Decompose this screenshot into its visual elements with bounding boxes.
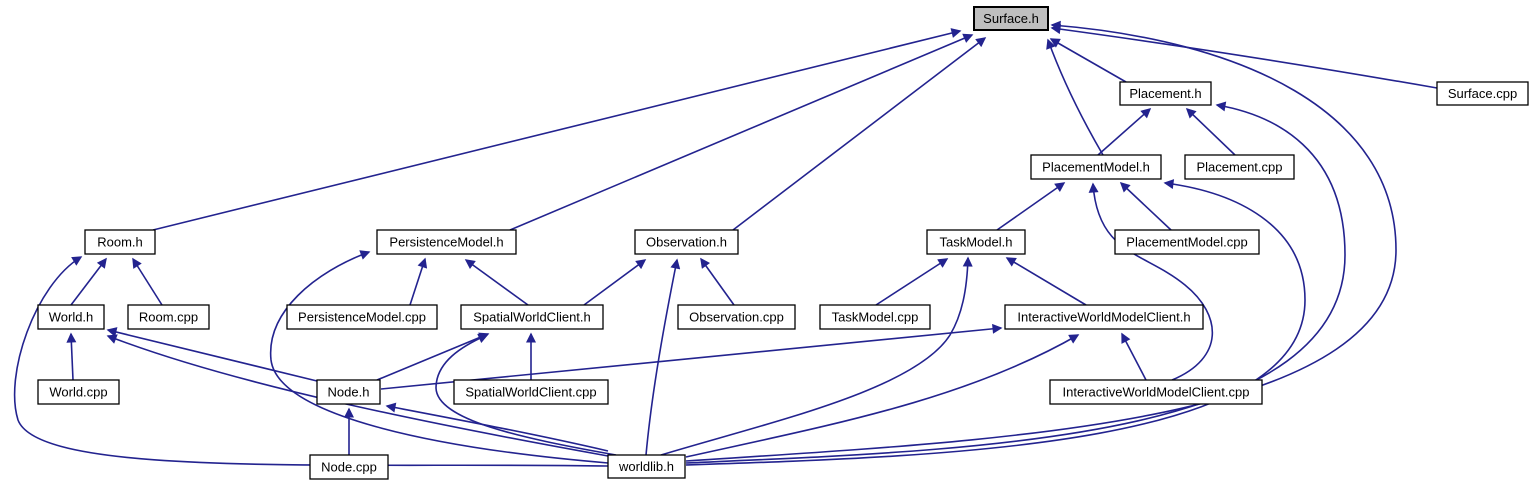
node-PlacementModel.cpp[interactable]: PlacementModel.cpp [1114,229,1260,255]
include-edge-World.cpp-to-World.h [66,332,77,381]
svg-text:PersistenceModel.cpp: PersistenceModel.cpp [298,310,426,325]
include-edge-worldlib.h-to-Observation.h [645,258,681,456]
node-TaskModel.cpp[interactable]: TaskModel.cpp [819,304,931,330]
include-edge-Room.h-to-Surface.h [152,28,962,231]
include-edge-worldlib.h-to-Room.h [13,256,609,467]
node-Observation.h[interactable]: Observation.h [634,229,739,255]
include-edge-Placement.h-to-Surface.h [1049,38,1127,83]
node-Observation.cpp[interactable]: Observation.cpp [677,304,796,330]
svg-text:Placement.h: Placement.h [1129,86,1201,101]
include-edge-worldlib.h-to-PlacementModel.h [685,179,1306,466]
include-edge-Placement.cpp-to-Placement.h [1185,107,1236,156]
svg-text:World.cpp: World.cpp [49,385,107,400]
node-Node.cpp[interactable]: Node.cpp [309,454,389,480]
include-edge-SpatialWorldClient.h-to-Observation.h [583,259,647,306]
include-edge-Observation.cpp-to-Observation.h [700,257,735,306]
svg-text:InteractiveWorldModelClient.cp: InteractiveWorldModelClient.cpp [1063,385,1250,400]
svg-text:Node.h: Node.h [328,385,370,400]
svg-text:Surface.cpp: Surface.cpp [1448,86,1517,101]
node-TaskModel.h[interactable]: TaskModel.h [926,229,1026,255]
node-World.cpp[interactable]: World.cpp [37,379,120,405]
svg-text:Placement.cpp: Placement.cpp [1197,160,1283,175]
include-edge-TaskModel.h-to-PlacementModel.h [996,182,1066,231]
include-edge-PlacementModel.h-to-Placement.h [1097,108,1152,156]
svg-text:Node.cpp: Node.cpp [321,460,377,475]
node-PersistenceModel.h[interactable]: PersistenceModel.h [376,229,517,255]
include-edge-PlacementModel.h-to-Surface.h [1046,38,1104,156]
include-edge-World.h-to-Room.h [70,257,107,306]
include-edge-InteractiveWorldModelClient.cpp-to-InteractiveWorldModelClient.h [1121,332,1147,381]
svg-text:InteractiveWorldModelClient.h: InteractiveWorldModelClient.h [1017,310,1190,325]
node-Placement.cpp[interactable]: Placement.cpp [1184,154,1295,180]
include-edge-worldlib.h-to-SpatialWorldClient.h [435,333,617,456]
svg-text:TaskModel.h: TaskModel.h [940,235,1013,250]
node-Node.h[interactable]: Node.h [316,379,381,405]
include-edge-worldlib.h-to-Surface.h [685,20,1397,462]
node-SpatialWorldClient.h[interactable]: SpatialWorldClient.h [460,304,604,330]
include-edge-Observation.h-to-Surface.h [732,37,987,231]
svg-text:Room.h: Room.h [97,235,143,250]
node-InteractiveWorldModelClient.h[interactable]: InteractiveWorldModelClient.h [1004,304,1204,330]
node-SpatialWorldClient.cpp[interactable]: SpatialWorldClient.cpp [453,379,609,405]
include-edge-PlacementModel.cpp-to-PlacementModel.h [1119,181,1172,231]
node-InteractiveWorldModelClient.cpp[interactable]: InteractiveWorldModelClient.cpp [1049,379,1263,405]
include-edge-PersistenceModel.cpp-to-PersistenceModel.h [409,257,428,306]
node-Surface.h[interactable]: Surface.h [973,6,1049,31]
include-edge-Surface.cpp-to-Surface.h [1050,24,1438,89]
svg-text:PlacementModel.cpp: PlacementModel.cpp [1126,235,1247,250]
include-edge-worldlib.h-to-Placement.h [685,101,1346,464]
include-edge-InteractiveWorldModelClient.cpp-to-PlacementModel.h [1088,182,1214,381]
include-edge-Node.h-to-World.h [106,327,318,382]
svg-text:World.h: World.h [49,310,94,325]
include-edge-InteractiveWorldModelClient.h-to-TaskModel.h [1005,257,1087,306]
node-Surface.cpp[interactable]: Surface.cpp [1436,81,1529,106]
svg-text:SpatialWorldClient.h: SpatialWorldClient.h [473,310,591,325]
svg-text:TaskModel.cpp: TaskModel.cpp [832,310,919,325]
node-PersistenceModel.cpp[interactable]: PersistenceModel.cpp [286,304,438,330]
svg-text:Room.cpp: Room.cpp [139,310,198,325]
node-Room.h[interactable]: Room.h [84,229,156,255]
svg-text:worldlib.h: worldlib.h [618,459,674,474]
svg-text:Observation.cpp: Observation.cpp [689,310,784,325]
include-edge-worldlib.h-to-InteractiveWorldModelClient.h [685,334,1080,458]
svg-text:PlacementModel.h: PlacementModel.h [1042,160,1150,175]
node-PlacementModel.h[interactable]: PlacementModel.h [1030,154,1162,180]
node-Room.cpp[interactable]: Room.cpp [127,304,210,330]
svg-text:Observation.h: Observation.h [646,235,727,250]
node-worldlib.h[interactable]: worldlib.h [607,454,686,479]
svg-text:SpatialWorldClient.cpp: SpatialWorldClient.cpp [465,385,596,400]
node-Placement.h[interactable]: Placement.h [1119,81,1212,106]
include-edge-SpatialWorldClient.h-to-PersistenceModel.h [464,259,529,306]
svg-text:PersistenceModel.h: PersistenceModel.h [389,235,503,250]
include-edge-PersistenceModel.h-to-Surface.h [509,33,974,231]
include-edge-worldlib.h-to-TaskModel.h [660,256,973,456]
include-edge-worldlib.h-to-PersistenceModel.h [269,250,609,464]
node-World.h[interactable]: World.h [37,304,105,330]
include-edge-TaskModel.cpp-to-TaskModel.h [875,258,949,306]
include-edge-worldlib.h-to-Node.h [385,402,609,452]
include-edge-Node.h-to-SpatialWorldClient.h [376,332,490,381]
include-edge-Node.h-to-InteractiveWorldModelClient.h [380,323,1003,390]
include-edge-Room.cpp-to-Room.h [132,257,163,306]
svg-text:Surface.h: Surface.h [983,11,1039,26]
